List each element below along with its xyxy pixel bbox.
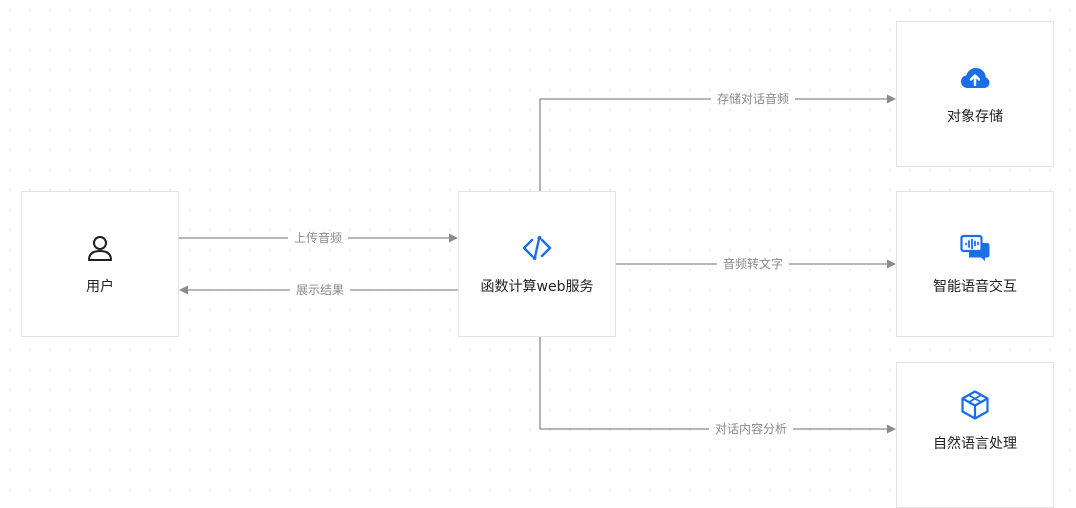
edge-upload-arrowhead	[449, 233, 458, 243]
edge-upload-label: 上传音频	[287, 231, 349, 245]
edge-store-line	[539, 98, 888, 191]
node-user-label: 用户	[86, 279, 114, 295]
function-compute-icon	[522, 236, 552, 260]
voice-chat-icon	[960, 234, 990, 261]
cube-icon	[961, 390, 989, 420]
edge-analyze-line	[539, 337, 888, 430]
edge-store-label: 存储对话音频	[710, 92, 796, 106]
edge-result-arrowhead	[179, 285, 188, 295]
node-user[interactable]: 用户	[21, 191, 179, 337]
node-function-compute-label: 函数计算web服务	[480, 279, 594, 295]
node-natural-language[interactable]: 自然语言处理	[896, 362, 1054, 508]
node-object-storage[interactable]: 对象存储	[896, 21, 1054, 167]
edge-analyze-label: 对话内容分析	[708, 422, 794, 436]
architecture-diagram: 上传音频 展示结果 存储对话音频 音频转文字 对话内容分析 用户 函数计算web…	[21, 21, 1054, 508]
user-icon	[88, 236, 112, 261]
node-function-compute[interactable]: 函数计算web服务	[458, 191, 616, 337]
edge-asr-label: 音频转文字	[716, 257, 790, 271]
node-object-storage-label: 对象存储	[947, 109, 1003, 125]
edge-result-label: 展示结果	[289, 283, 351, 297]
edge-analyze-arrowhead	[887, 424, 896, 434]
edge-asr-arrowhead	[887, 259, 896, 269]
node-natural-language-label: 自然语言处理	[933, 436, 1017, 452]
node-intelligent-speech[interactable]: 智能语音交互	[896, 191, 1054, 337]
edge-store-arrowhead	[887, 94, 896, 104]
node-intelligent-speech-label: 智能语音交互	[933, 279, 1017, 295]
cloud-upload-icon	[961, 68, 990, 88]
